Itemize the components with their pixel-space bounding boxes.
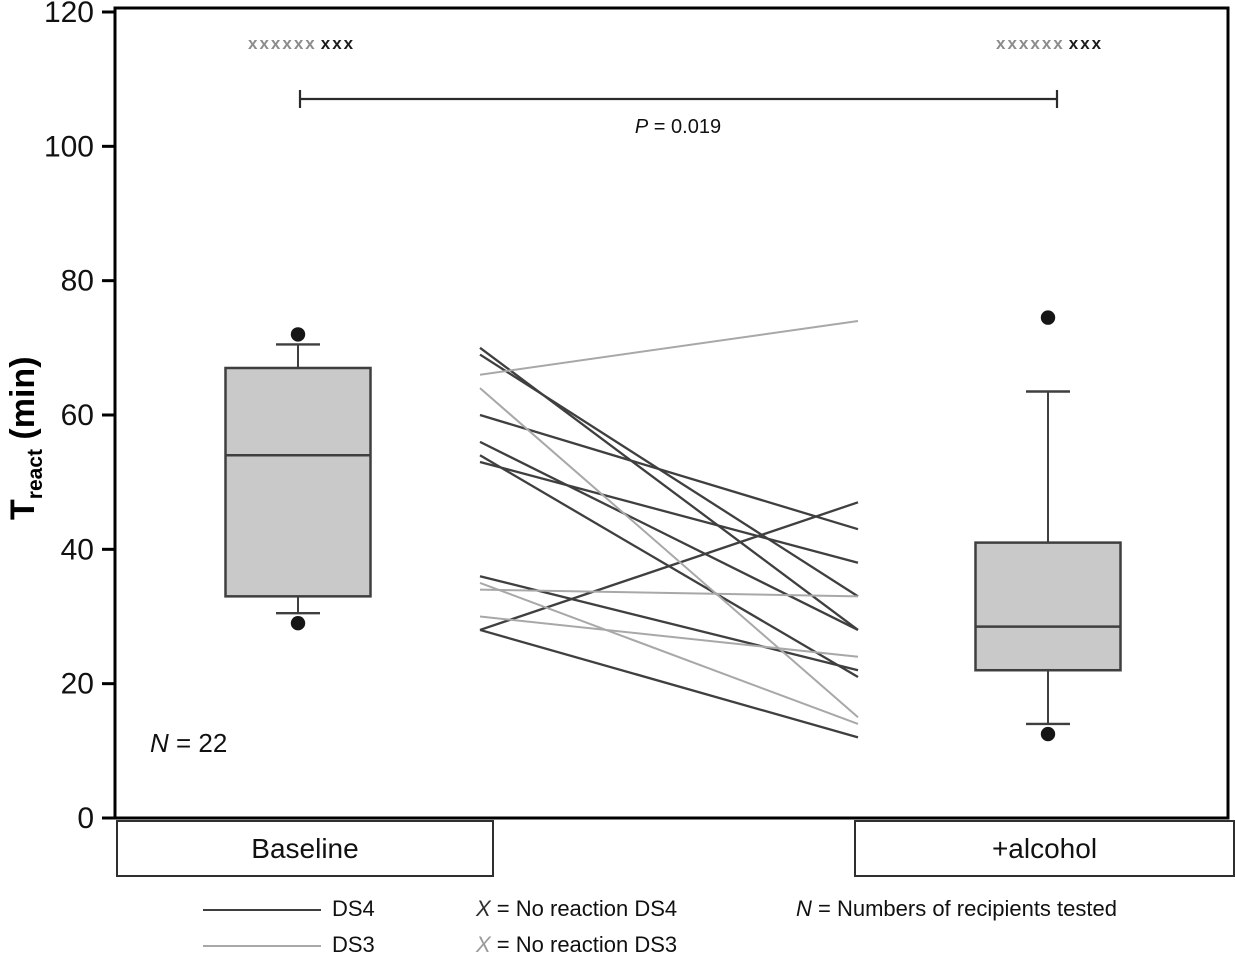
baseline-outlier-point — [290, 327, 306, 342]
category-label-baseline: Baseline — [116, 820, 494, 877]
legend-n-note: N = Numbers of recipients tested — [796, 896, 1117, 922]
y-tick-label: 100 — [44, 130, 94, 163]
n-value: = 22 — [168, 728, 228, 758]
legend-no-reaction-ds4: X = No reaction DS4 — [476, 896, 677, 922]
x-symbol-ds3: X — [476, 932, 491, 957]
alcohol-outlier-point — [1040, 310, 1056, 325]
ds4-pair-line — [479, 460, 859, 564]
ds3-pair-line — [479, 387, 859, 719]
ds3-pair-line — [479, 581, 859, 725]
category-alcohol-text: +alcohol — [991, 832, 1098, 864]
no-reaction-ds4-marks: xxx — [320, 34, 356, 53]
no-reaction-ds3-marks: xxxxxx — [248, 34, 317, 53]
legend-ds4-label: DS4 — [332, 896, 375, 921]
plot-border — [113, 6, 1230, 820]
ds4-pair-line — [479, 440, 859, 631]
ds3-pair-line — [479, 319, 859, 376]
alcohol-outlier-point — [1040, 726, 1056, 742]
ds3-line-swatch — [203, 945, 321, 947]
baseline-outlier-point — [290, 616, 306, 631]
n-count-label: N = 22 — [150, 728, 227, 759]
x-ds3-text: = No reaction DS3 — [490, 932, 678, 957]
n-symbol: N — [150, 728, 169, 758]
category-label-alcohol: +alcohol — [854, 820, 1235, 877]
y-tick-label: 40 — [61, 533, 94, 566]
category-baseline-text: Baseline — [251, 832, 359, 864]
y-axis-title-subscript: react — [23, 449, 47, 500]
ds4-line-swatch — [203, 909, 321, 911]
y-axis-title-symbol: T — [4, 499, 42, 520]
n-note-symbol: N — [796, 896, 812, 921]
p-value-label: P = 0.019 — [578, 116, 778, 139]
no-reaction-ds3-marks: xxxxxx — [996, 34, 1065, 53]
ds3-pair-line — [479, 588, 859, 598]
p-symbol: P — [634, 116, 649, 138]
y-axis-title-unit: (min) — [4, 356, 42, 450]
ds4-pair-line — [479, 353, 859, 598]
ds4-pair-line — [479, 413, 859, 531]
y-tick-label: 120 — [44, 0, 94, 29]
alcohol-box — [974, 541, 1122, 672]
baseline-box — [224, 366, 372, 598]
p-value: = 0.019 — [648, 116, 722, 138]
y-tick-label: 60 — [61, 399, 94, 432]
y-axis-title: Treact (min) — [4, 356, 48, 520]
ds4-pair-line — [479, 628, 859, 739]
y-tick-label: 0 — [77, 802, 94, 835]
x-symbol-ds4: X — [476, 896, 491, 921]
n-note-text: = Numbers of recipients tested — [811, 896, 1117, 921]
legend-no-reaction-ds3: X = No reaction DS3 — [476, 932, 677, 958]
ds4-pair-line — [479, 575, 859, 672]
y-tick-label: 80 — [61, 265, 94, 298]
y-tick-label: 20 — [61, 668, 94, 701]
x-ds4-text: = No reaction DS4 — [490, 896, 678, 921]
ds3-pair-line — [479, 615, 859, 658]
no-reaction-ds4-marks: xxx — [1068, 34, 1104, 53]
legend-ds3-label: DS3 — [332, 932, 375, 957]
ds4-pair-line — [479, 501, 859, 632]
